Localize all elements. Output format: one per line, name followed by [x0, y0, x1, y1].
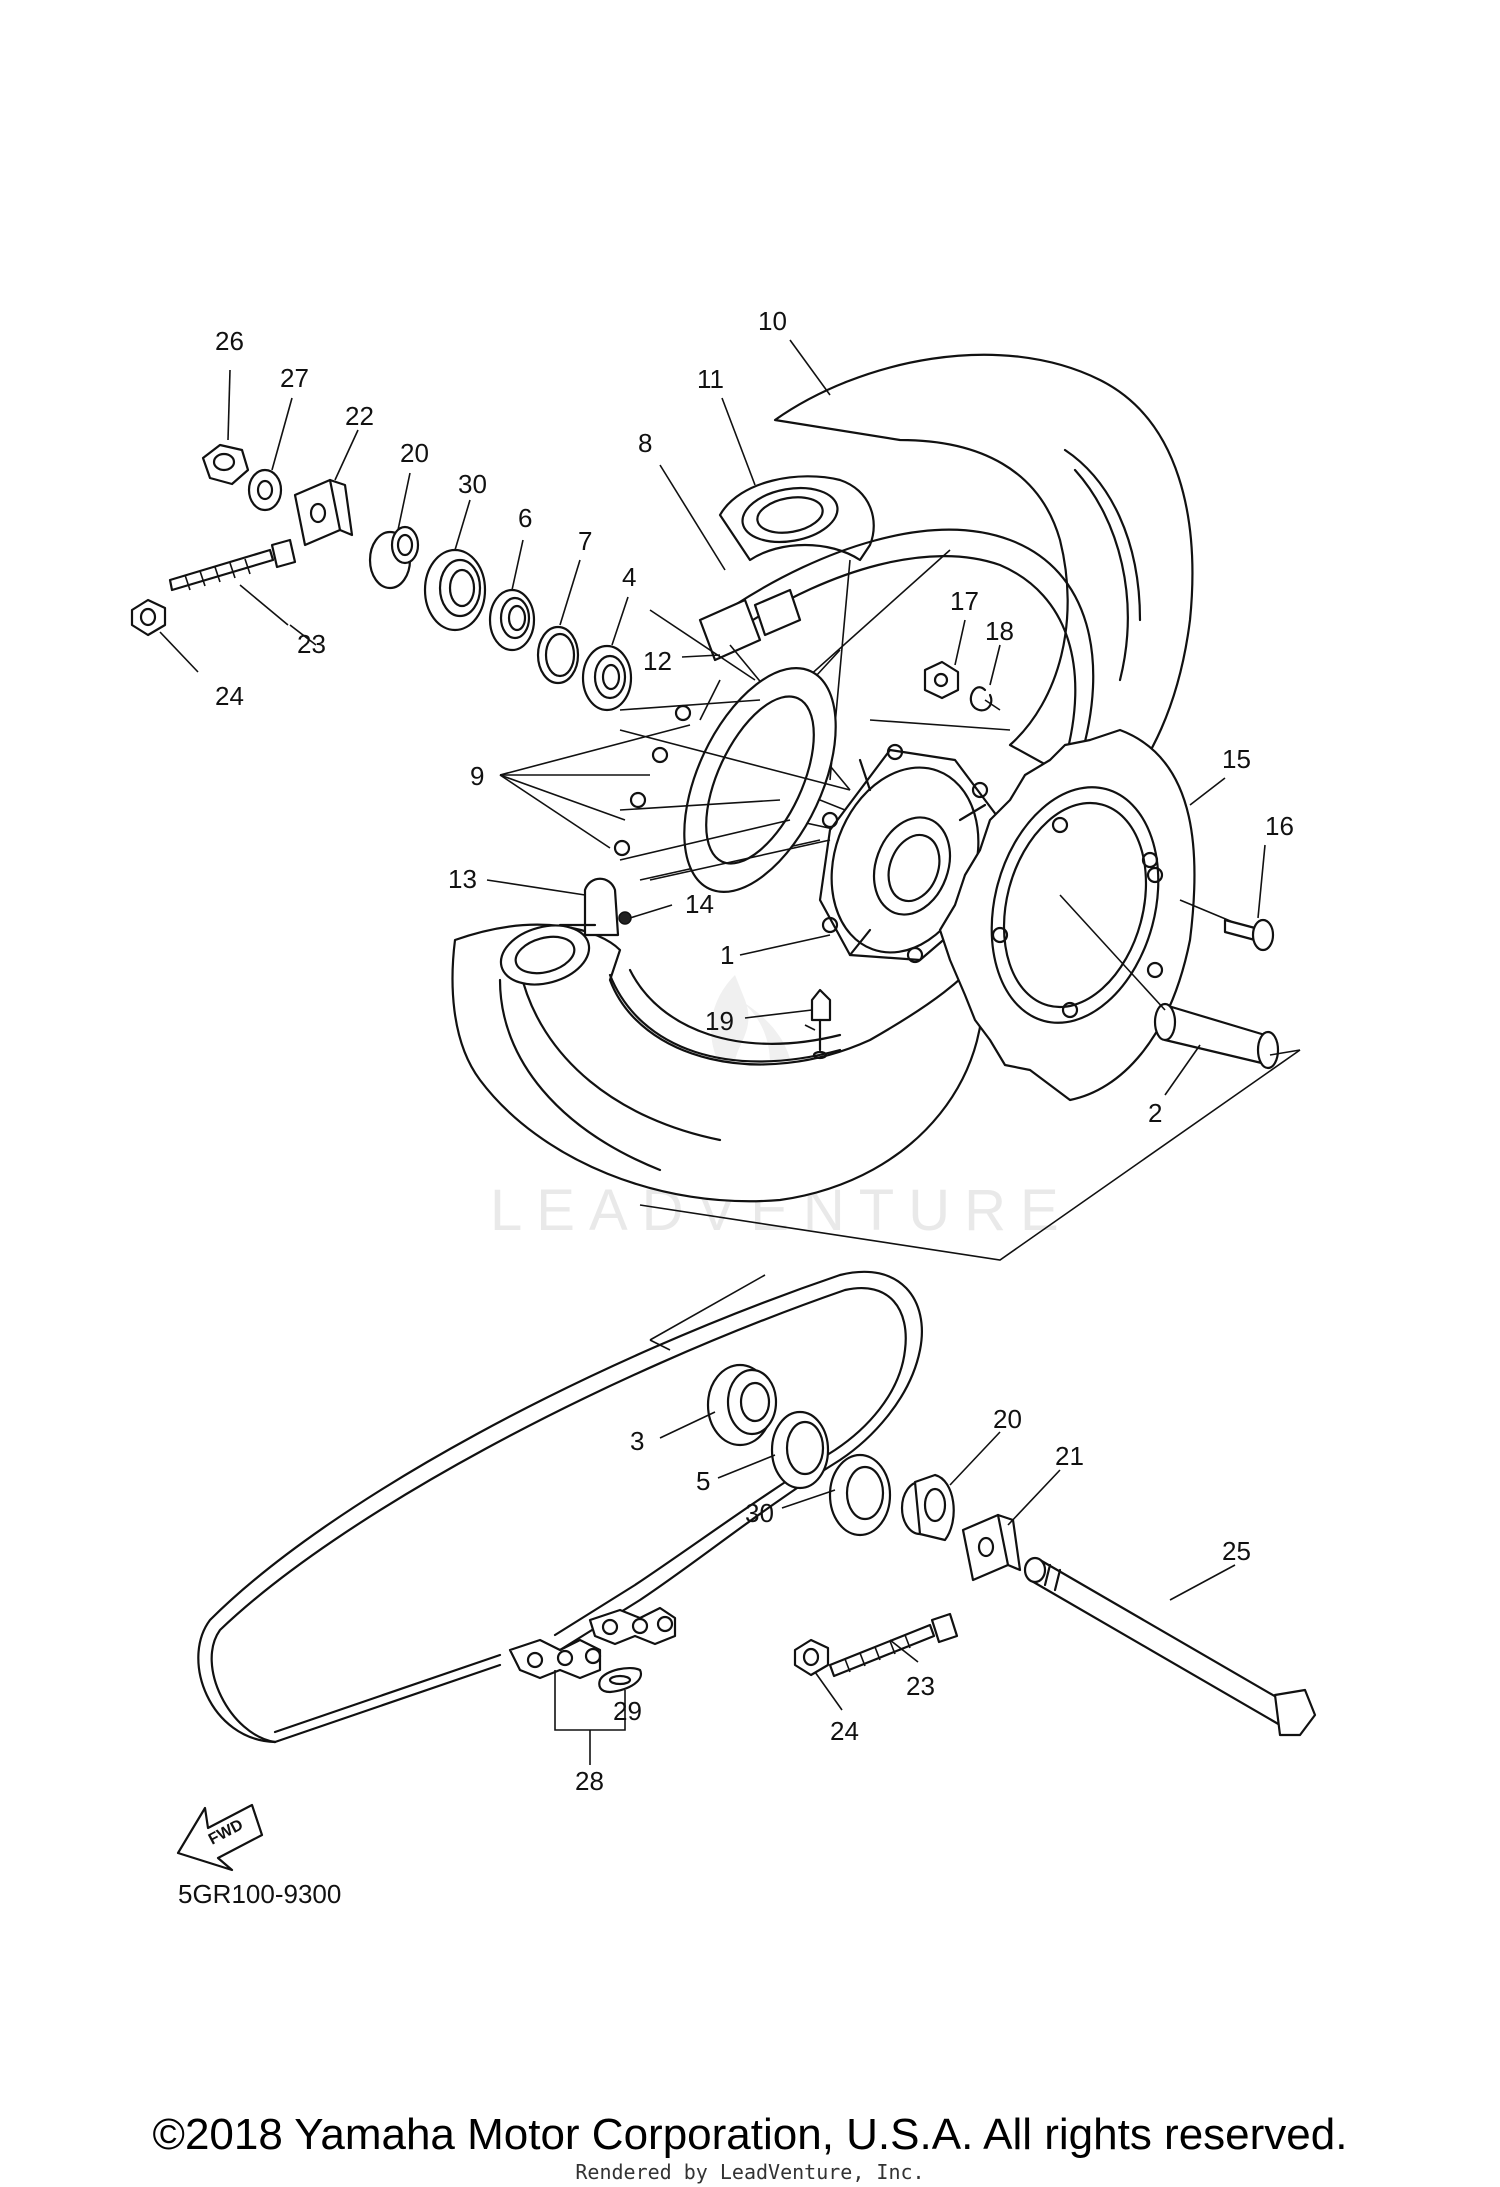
bolt-23-left: [168, 538, 297, 592]
callout-4: 4: [622, 562, 636, 592]
bearing-4: [581, 644, 633, 712]
collar-20-left: [368, 525, 420, 590]
callout-9: 9: [470, 761, 484, 791]
figure-code: 5GR100-9300: [178, 1879, 341, 1909]
nut-26: [201, 443, 250, 486]
callout-14: 14: [685, 889, 714, 919]
bearing-3: [706, 1363, 778, 1447]
guide-lines-upper: [619, 609, 1301, 1261]
balance-weight: [810, 988, 832, 1060]
nut-24-left: [130, 598, 167, 637]
callout-18: 18: [985, 616, 1014, 646]
callout-25: 25: [1222, 1536, 1251, 1566]
callout-7: 7: [578, 526, 592, 556]
nut-17: [923, 660, 960, 700]
callout-16: 16: [1265, 811, 1294, 841]
valve: [558, 877, 632, 937]
callout-15: 15: [1222, 744, 1251, 774]
bolt-23-lower: [828, 1612, 959, 1678]
callout-24-upper: 24: [215, 681, 244, 711]
circlip-7: [536, 625, 580, 685]
callout-27: 27: [280, 363, 309, 393]
bolt-16: [1223, 918, 1275, 952]
callout-20: 20: [400, 438, 429, 468]
callout-8: 8: [638, 428, 652, 458]
bearing-6: [488, 588, 536, 652]
washer-27: [247, 468, 283, 512]
spacer-5: [770, 1410, 830, 1490]
callout-bracket-28: [554, 1670, 626, 1765]
callout-20-lower: 20: [993, 1404, 1022, 1434]
callout-29: 29: [613, 1696, 642, 1726]
callout-30: 30: [458, 469, 487, 499]
leader-lines: [159, 339, 1266, 1711]
lock-washer-18: [969, 686, 993, 712]
callout-26: 26: [215, 326, 244, 356]
callout-24-lower: 24: [830, 1716, 859, 1746]
callout-21: 21: [1055, 1441, 1084, 1471]
oil-seal-30-left: [423, 548, 487, 632]
callout-5: 5: [696, 1466, 710, 1496]
copyright-notice: ©2018 Yamaha Motor Corporation, U.S.A. A…: [152, 2110, 1348, 2159]
fwd-arrow-icon: FWD: [176, 1803, 264, 1872]
callout-numbers: 26 27 22 20 30 6 7 4 10 11 8 12 17 18 9 …: [215, 306, 1294, 1796]
nut-24-lower: [793, 1638, 830, 1677]
callout-30-lower: 30: [745, 1498, 774, 1528]
adjuster-block-22: [293, 478, 354, 547]
callout-23-lower: 23: [906, 1671, 935, 1701]
callout-6: 6: [518, 503, 532, 533]
rendered-by-notice: Rendered by LeadVenture, Inc.: [575, 2160, 925, 2184]
callout-28: 28: [575, 1766, 604, 1796]
master-link-28: [508, 1606, 677, 1680]
callout-1: 1: [720, 940, 734, 970]
callout-17: 17: [950, 586, 979, 616]
callout-3: 3: [630, 1426, 644, 1456]
callout-13: 13: [448, 864, 477, 894]
sprocket: [938, 728, 1196, 1102]
callout-11: 11: [697, 364, 724, 394]
axle-25: [1023, 1556, 1317, 1737]
oil-seal-30-lower: [828, 1453, 892, 1537]
callout-19: 19: [705, 1006, 734, 1036]
adjuster-block-21: [961, 1513, 1022, 1582]
callout-23-upper: 23: [297, 629, 326, 659]
callout-22: 22: [345, 401, 374, 431]
callout-2: 2: [1148, 1098, 1162, 1128]
callout-12: 12: [643, 646, 672, 676]
collar: [1153, 1002, 1280, 1070]
guide-lines-lower: [649, 1274, 766, 1351]
callout-10: 10: [758, 306, 787, 336]
master-link-clip-29: [598, 1666, 643, 1694]
spoke-bolts: [613, 704, 692, 857]
collar-20-lower: [900, 1473, 955, 1542]
tire-and-rim: [451, 353, 1194, 1203]
